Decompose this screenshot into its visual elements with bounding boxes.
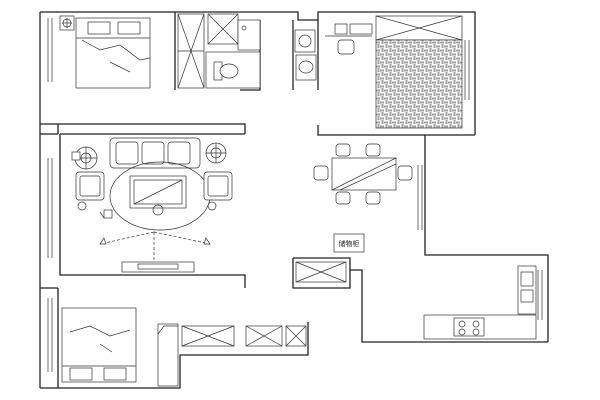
storage-cabinet: 储物柜 bbox=[295, 233, 365, 283]
vanity bbox=[237, 19, 261, 51]
pillow bbox=[69, 367, 93, 381]
pillow bbox=[117, 21, 141, 35]
sofa-corner bbox=[71, 151, 81, 161]
outer-walls bbox=[39, 11, 549, 389]
chair-icon bbox=[335, 191, 351, 205]
sink-icon bbox=[520, 271, 534, 287]
dining bbox=[313, 143, 413, 205]
chair-icon bbox=[313, 165, 329, 181]
chair-icon bbox=[365, 143, 381, 157]
cabinet-box bbox=[333, 233, 365, 253]
chair-icon bbox=[365, 191, 381, 205]
chair-icon bbox=[337, 39, 355, 55]
bathroom bbox=[205, 13, 261, 89]
interior-walls bbox=[40, 12, 425, 388]
stove-icon bbox=[453, 317, 485, 337]
tatami-mat bbox=[375, 39, 463, 129]
utility bbox=[294, 29, 317, 81]
chair-icon bbox=[397, 165, 413, 181]
book-icon bbox=[334, 23, 348, 35]
cabinet-label: 储物柜 bbox=[339, 239, 360, 248]
wardrobe bbox=[157, 323, 179, 387]
bedroom-top bbox=[59, 13, 205, 89]
study bbox=[325, 15, 463, 129]
basin-cabinet bbox=[295, 54, 317, 81]
basin-icon bbox=[298, 60, 314, 74]
kitchen bbox=[423, 265, 537, 340]
desk-lamp bbox=[349, 23, 373, 35]
washing-machine bbox=[294, 29, 316, 53]
pillow bbox=[87, 21, 111, 35]
living-room bbox=[71, 137, 233, 273]
bedroom-bottom bbox=[61, 307, 307, 387]
windows bbox=[47, 18, 543, 372]
toilet-icon bbox=[219, 63, 239, 79]
tv-icon bbox=[137, 263, 179, 270]
chair-icon bbox=[335, 143, 351, 157]
pillow bbox=[103, 367, 127, 381]
